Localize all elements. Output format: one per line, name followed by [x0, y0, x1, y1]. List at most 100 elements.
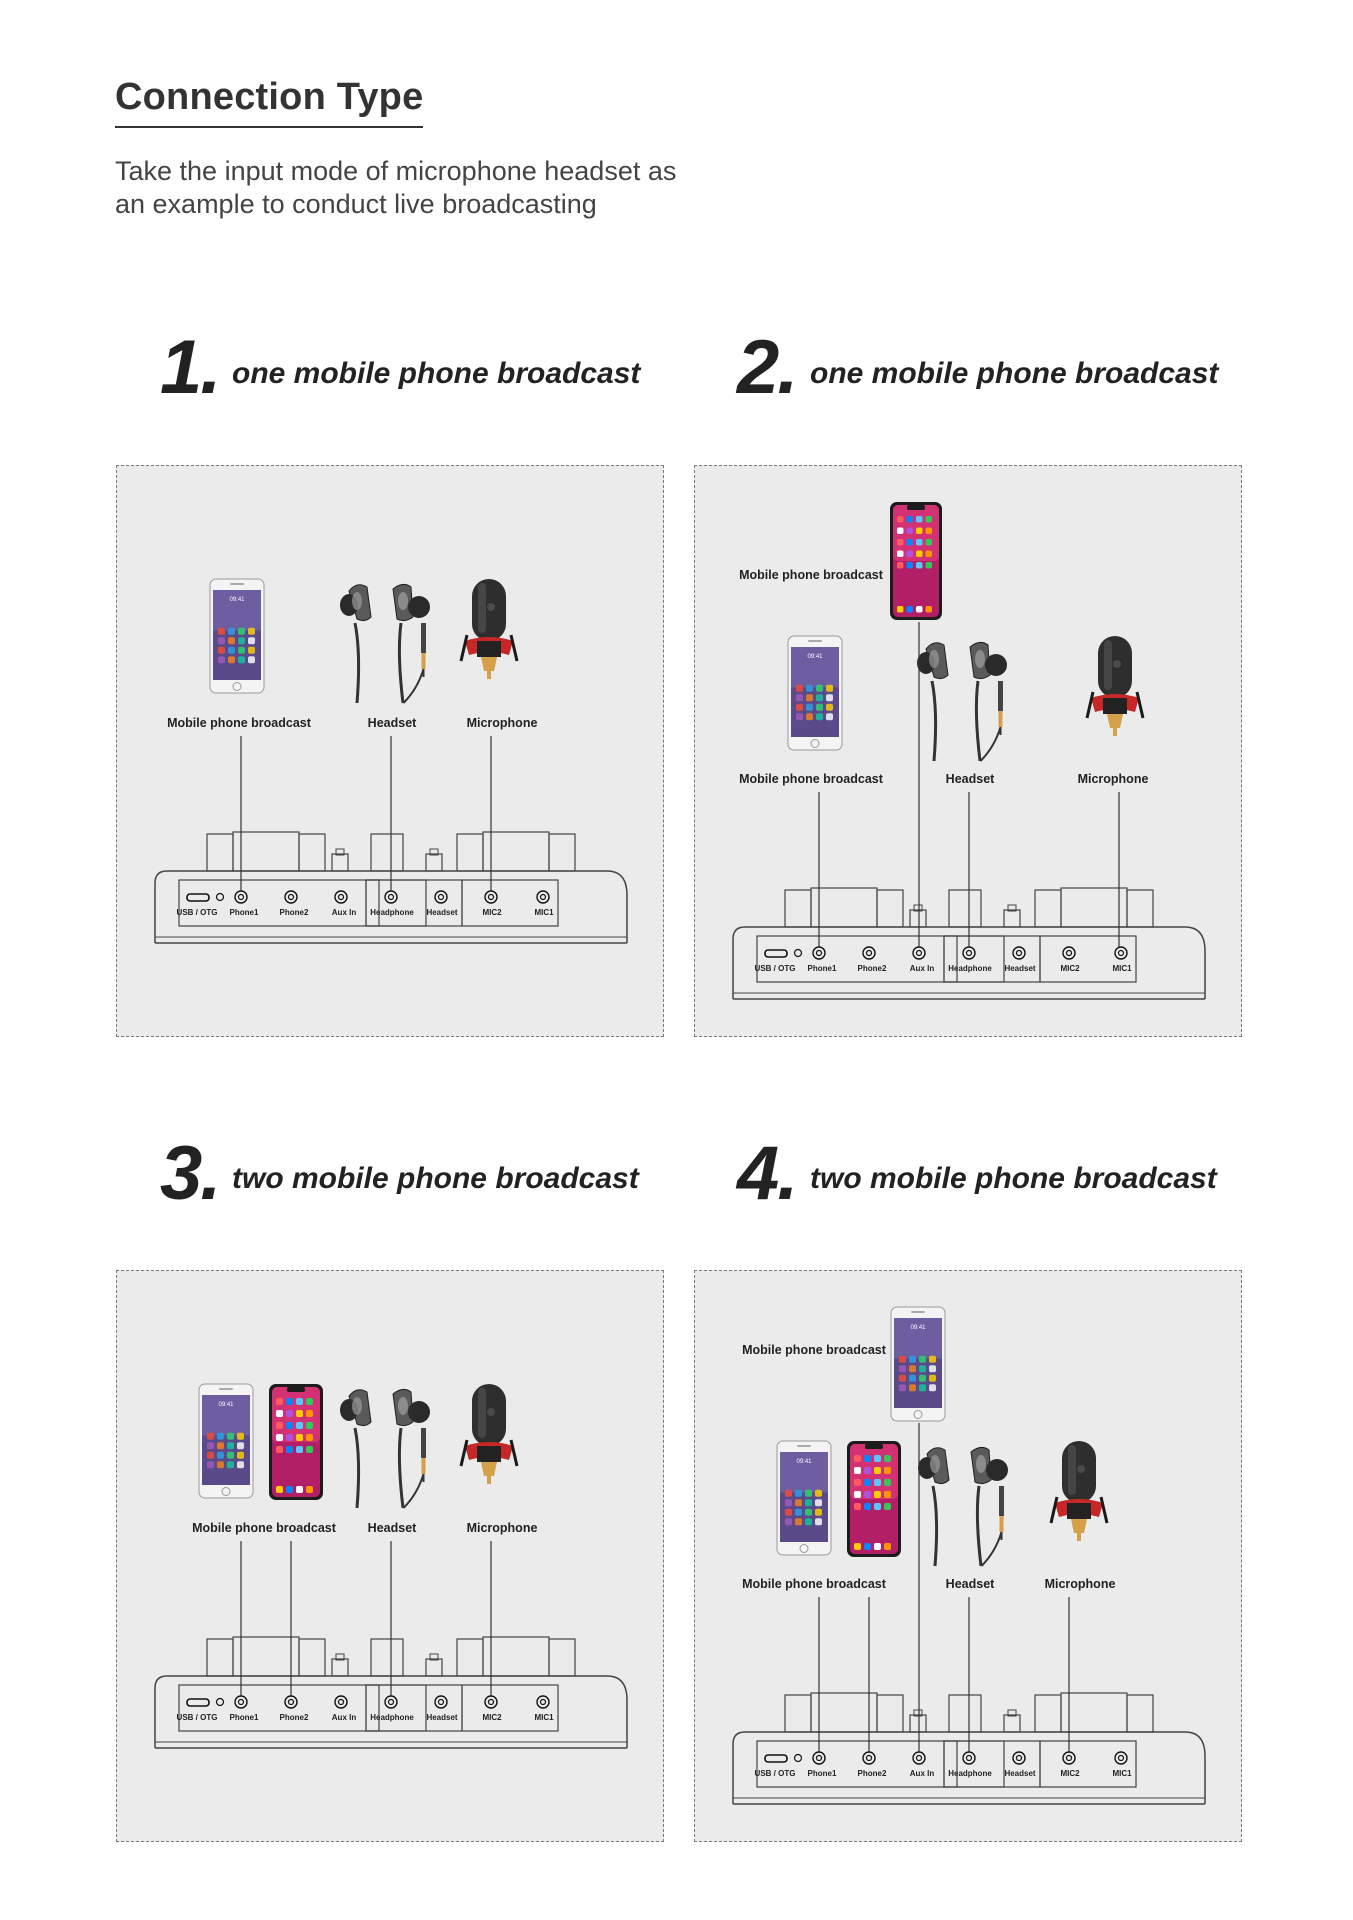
port-phone1: [812, 1751, 826, 1765]
port-headphone: [962, 1751, 976, 1765]
subtitle-line-1: Take the input mode of microphone headse…: [115, 156, 677, 186]
port-mic1: [536, 890, 550, 904]
port-label-mic2: MIC2: [482, 908, 502, 917]
headset-icon: [917, 641, 1007, 762]
label-headset: Headset: [945, 1577, 995, 1591]
port-label-phone2: Phone2: [857, 1769, 887, 1778]
label-headset: Headset: [945, 772, 995, 786]
section-3-number: 3.: [160, 1131, 221, 1216]
label-microphone: Microphone: [1077, 772, 1149, 786]
label-mobile-phone-top: Mobile phone broadcast: [739, 568, 883, 582]
phone-white: 09:41: [209, 578, 265, 694]
port-phone1: [234, 1695, 248, 1709]
port-phone2: [862, 1751, 876, 1765]
port-phone1: [812, 946, 826, 960]
port-label-aux: Aux In: [331, 1713, 357, 1722]
phone-clock: 09:41: [229, 597, 245, 603]
phone-notch-top: [890, 502, 942, 620]
phone-notch: [847, 1441, 901, 1557]
port-phone2: [862, 946, 876, 960]
port-headphone: [384, 890, 398, 904]
port-label-mic2: MIC2: [1060, 1769, 1080, 1778]
section-4-title: two mobile phone broadcast: [810, 1162, 1217, 1195]
subtitle-line-2: an example to conduct live broadcasting: [115, 189, 597, 219]
phone-clock: 09:41: [796, 1459, 812, 1465]
port-phone2: [284, 890, 298, 904]
port-label-aux: Aux In: [909, 1769, 935, 1778]
section-4-number: 4.: [737, 1131, 798, 1216]
headset-icon: [918, 1446, 1008, 1567]
port-headset: [434, 1695, 448, 1709]
port-mic1: [1114, 946, 1128, 960]
label-mobile-phone: Mobile phone broadcast: [742, 1577, 886, 1591]
port-label-mic2: MIC2: [1060, 964, 1080, 973]
port-label-phone1: Phone1: [807, 1769, 837, 1778]
port-mic2: [1062, 1751, 1076, 1765]
port-mic2: [484, 1695, 498, 1709]
port-label-mic1: MIC1: [1112, 1769, 1132, 1778]
port-aux-in: [334, 890, 348, 904]
label-mobile-phone-top: Mobile phone broadcast: [742, 1343, 886, 1357]
section-2-number: 2.: [737, 325, 798, 410]
label-headset: Headset: [367, 1521, 417, 1535]
port-headphone: [962, 946, 976, 960]
port-label-usb: USB / OTG: [754, 964, 796, 973]
page-title-underline: [115, 126, 423, 128]
port-phone1: [234, 890, 248, 904]
label-mobile-phone: Mobile phone broadcast: [192, 1521, 336, 1535]
port-label-phone2: Phone2: [279, 1713, 309, 1722]
port-label-mic1: MIC1: [1112, 964, 1132, 973]
phone-clock: 09:41: [807, 654, 823, 660]
section-1-number: 1.: [160, 325, 221, 410]
port-mic1: [1114, 1751, 1128, 1765]
label-microphone: Microphone: [466, 716, 538, 730]
port-label-phone2: Phone2: [857, 964, 887, 973]
port-label-usb: USB / OTG: [754, 1769, 796, 1778]
phone-clock: 09:41: [218, 1402, 234, 1408]
label-headset: Headset: [367, 716, 417, 730]
phone-white: 09:41: [776, 1440, 832, 1556]
phone-white: 09:41: [787, 635, 843, 751]
port-label-usb: USB / OTG: [176, 908, 218, 917]
section-3-title: two mobile phone broadcast: [232, 1162, 639, 1195]
port-label-mic1: MIC1: [534, 908, 554, 917]
port-label-headset: Headset: [1004, 1769, 1036, 1778]
microphone-icon: [1049, 1441, 1109, 1541]
port-label-headphone: Headphone: [370, 908, 414, 917]
port-aux-in: [912, 946, 926, 960]
label-mobile-phone: Mobile phone broadcast: [167, 716, 311, 730]
port-mic1: [536, 1695, 550, 1709]
label-mobile-phone: Mobile phone broadcast: [739, 772, 883, 786]
port-label-headset: Headset: [426, 1713, 458, 1722]
port-label-phone1: Phone1: [229, 908, 259, 917]
sound-card-mixer: [154, 1636, 628, 1749]
port-label-headphone: Headphone: [948, 1769, 992, 1778]
phone-white-top: 09:41: [890, 1306, 946, 1422]
port-headphone: [384, 1695, 398, 1709]
headset-icon: [340, 1388, 430, 1509]
port-label-headset: Headset: [426, 908, 458, 917]
section-1-title: one mobile phone broadcast: [232, 357, 641, 390]
port-headset: [434, 890, 448, 904]
phone-notch: [269, 1384, 323, 1500]
port-label-headphone: Headphone: [370, 1713, 414, 1722]
port-label-mic2: MIC2: [482, 1713, 502, 1722]
port-label-mic1: MIC1: [534, 1713, 554, 1722]
sound-card-mixer: [732, 887, 1206, 1000]
sound-card-mixer: [154, 831, 628, 944]
label-microphone: Microphone: [466, 1521, 538, 1535]
page-title: Connection Type: [115, 76, 424, 118]
port-mic2: [1062, 946, 1076, 960]
port-label-headphone: Headphone: [948, 964, 992, 973]
port-label-aux: Aux In: [909, 964, 935, 973]
port-label-phone1: Phone1: [807, 964, 837, 973]
port-label-headset: Headset: [1004, 964, 1036, 973]
microphone-icon: [459, 1384, 519, 1484]
port-aux-in: [334, 1695, 348, 1709]
section-2-title: one mobile phone broadcast: [810, 357, 1219, 390]
port-mic2: [484, 890, 498, 904]
